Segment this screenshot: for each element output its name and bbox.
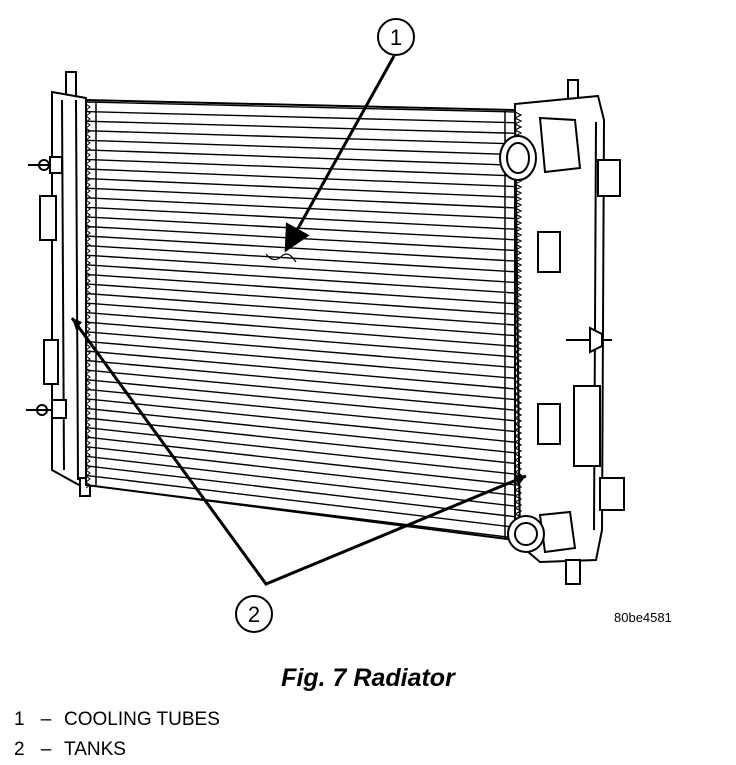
- legend-number: 1: [14, 709, 25, 730]
- legend-separator: –: [40, 739, 52, 760]
- tank-serration: [513, 111, 523, 545]
- left-tank: [26, 71, 91, 497]
- right-tank: [499, 79, 625, 585]
- legend-label: TANKS: [64, 739, 126, 760]
- legend-separator: –: [40, 709, 52, 730]
- legend-number: 2: [14, 739, 25, 760]
- svg-text:2: 2: [248, 602, 260, 627]
- callout-1: 1: [377, 18, 415, 56]
- callout-leaders: [70, 55, 527, 586]
- radiator-core: [85, 98, 516, 542]
- figure-id: 80be4581: [614, 610, 672, 625]
- legend: 1–COOLING TUBES 2–TANKS: [14, 705, 220, 765]
- svg-text:1: 1: [390, 25, 402, 50]
- cooling-tubes: [86, 101, 515, 539]
- callout-2: 2: [235, 595, 273, 633]
- legend-label: COOLING TUBES: [64, 709, 220, 730]
- radiator-diagram: 1 2 80be4581: [26, 18, 672, 633]
- figure-caption: Fig. 7 Radiator: [281, 664, 455, 692]
- legend-item: 1–COOLING TUBES: [14, 705, 220, 735]
- legend-item: 2–TANKS: [14, 735, 220, 765]
